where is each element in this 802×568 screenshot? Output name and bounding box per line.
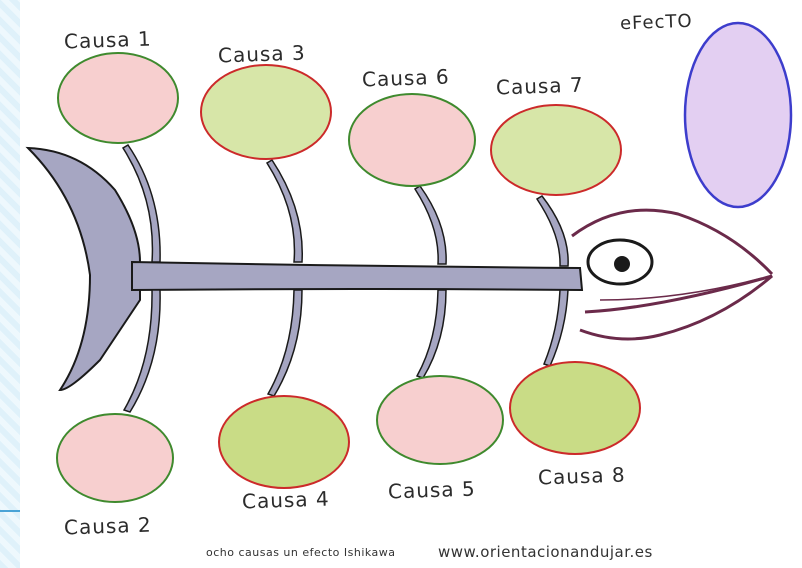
fish-tail	[25, 146, 141, 392]
cause-7-bubble	[490, 104, 622, 196]
fish-mouth	[599, 277, 763, 301]
rib-causa-6	[413, 185, 447, 265]
footer-caption: ocho causas un efecto Ishikawa	[206, 546, 396, 559]
cause-4-bubble	[218, 395, 350, 489]
rib-causa-2	[122, 289, 161, 413]
rib-causa-7	[535, 195, 569, 267]
cause-1-label: Causa 1	[63, 26, 153, 54]
fish-pupil	[614, 256, 630, 272]
rib-causa-5	[415, 289, 447, 379]
cause-3-label: Causa 3	[217, 40, 307, 68]
decorative-line	[0, 510, 22, 512]
cause-1-bubble	[57, 52, 179, 144]
diagram-canvas: Causa 1 Causa 3 Causa 6 Causa 7 eFecTO C…	[20, 0, 802, 568]
effect-label: eFecTO	[619, 10, 693, 35]
fish-head-top	[571, 208, 774, 276]
rib-causa-4	[266, 289, 303, 397]
fish-spine	[131, 260, 584, 292]
rib-causa-3	[265, 158, 303, 263]
fishbone-diagram	[25, 21, 793, 503]
fish-head-bottom	[579, 274, 773, 341]
cause-4-label: Causa 4	[241, 486, 331, 514]
footer-url: www.orientacionandujar.es	[438, 543, 653, 561]
cause-2-label: Causa 2	[63, 512, 153, 540]
cause-5-bubble	[376, 375, 504, 465]
effect-oval	[683, 21, 793, 209]
cause-8-label: Causa 8	[537, 462, 627, 490]
cause-5-label: Causa 5	[387, 476, 477, 504]
cause-3-bubble	[200, 64, 332, 160]
rib-causa-1	[121, 143, 161, 263]
rib-causa-8	[543, 289, 569, 367]
cause-2-bubble	[56, 413, 174, 503]
cause-7-label: Causa 7	[495, 72, 585, 100]
cause-6-label: Causa 6	[361, 64, 451, 92]
cause-6-bubble	[348, 93, 476, 187]
cause-8-bubble	[509, 361, 641, 455]
